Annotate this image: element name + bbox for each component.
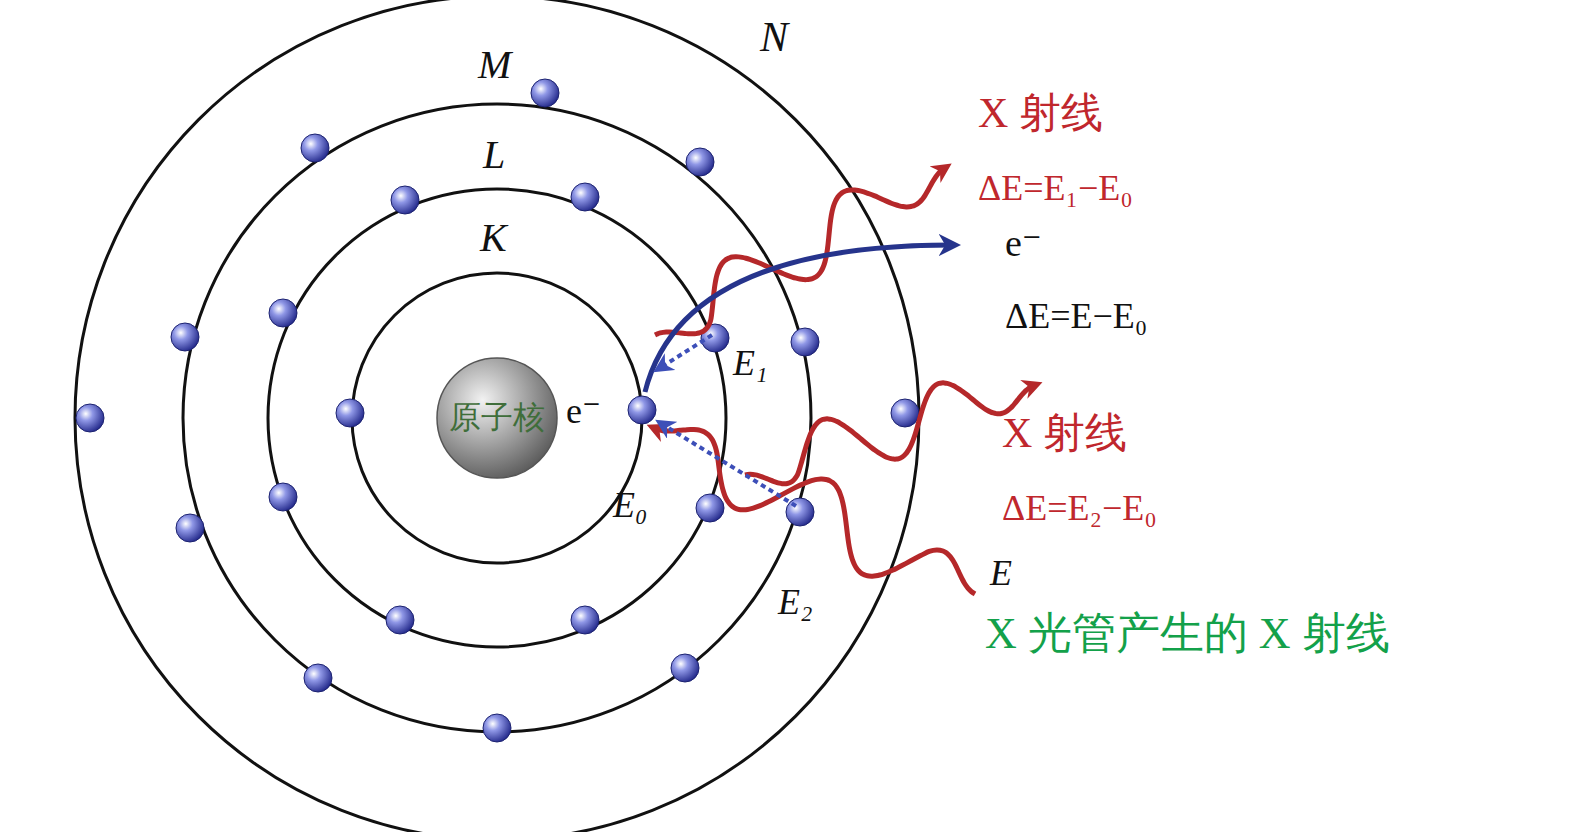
shell-label: M <box>478 45 511 85</box>
electron <box>483 714 511 742</box>
electron <box>628 396 656 424</box>
nucleus-label: 原子核 <box>449 396 545 440</box>
source-note: X 光管产生的 X 射线 <box>985 612 1390 656</box>
electrons <box>76 79 919 742</box>
nucleus-circle <box>437 358 557 478</box>
x-ray-wave <box>654 428 975 594</box>
electron <box>686 148 714 176</box>
shell-label: L <box>483 135 505 175</box>
n-shell <box>75 0 919 832</box>
x-ray-label: X 射线 <box>1002 412 1127 454</box>
electron <box>891 399 919 427</box>
electron <box>269 483 297 511</box>
nucleus: 原子核 <box>435 356 559 480</box>
electron <box>301 134 329 162</box>
energy-level-label: E₁ <box>733 345 768 381</box>
electron-label: e⁻ <box>566 393 601 429</box>
transition-arrow <box>660 335 712 368</box>
shell-label: N <box>760 16 788 58</box>
electron <box>176 514 204 542</box>
electron <box>571 183 599 211</box>
x-ray-waves <box>654 168 1035 594</box>
energy-formula: ΔE=E−E₀ <box>1005 298 1147 334</box>
l-shell <box>268 189 726 647</box>
photon-energy-label: E <box>990 555 1012 591</box>
electron <box>786 498 814 526</box>
electron <box>391 186 419 214</box>
electron <box>76 404 104 432</box>
energy-formula: ΔE=E₂−E₀ <box>1002 490 1157 526</box>
electron <box>791 328 819 356</box>
transition-arrow <box>662 424 796 506</box>
energy-level-label: E₂ <box>778 584 813 620</box>
ejected-electron-path <box>645 245 952 392</box>
shell-label: K <box>480 218 507 258</box>
electron <box>336 399 364 427</box>
electron <box>304 664 332 692</box>
electron <box>269 299 297 327</box>
electron <box>386 606 414 634</box>
electron <box>696 494 724 522</box>
x-ray-label: X 射线 <box>978 92 1103 134</box>
electron <box>531 79 559 107</box>
x-ray-wave <box>745 383 1035 484</box>
electron-label: e⁻ <box>1005 224 1042 262</box>
energy-level-label: E₀ <box>613 487 648 523</box>
k-shell <box>352 273 642 563</box>
m-shell <box>183 104 811 732</box>
electron <box>171 323 199 351</box>
energy-formula: ΔE=E₁−E₀ <box>978 170 1133 206</box>
electron <box>671 654 699 682</box>
electron <box>571 606 599 634</box>
